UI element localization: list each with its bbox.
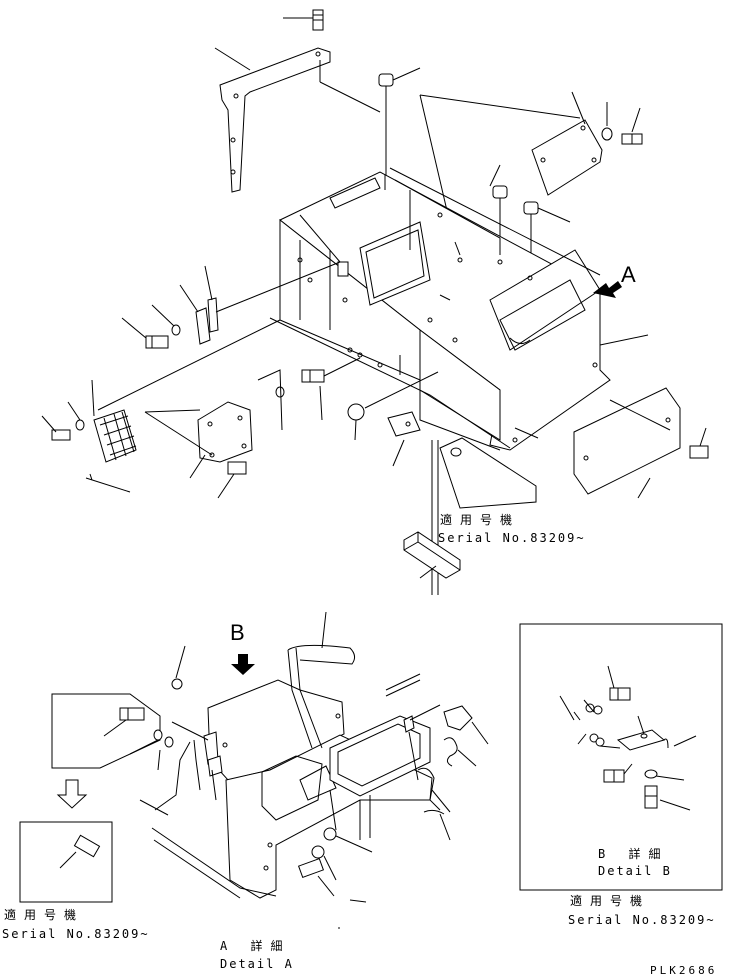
detail-b-bolt-lower — [603, 763, 633, 783]
serial-note-detail-a-ja: 適用号機 — [4, 908, 85, 922]
detail-b-bolt-vertical — [644, 785, 691, 811]
left-upper-plate — [219, 47, 331, 193]
mesh-grille — [41, 319, 281, 493]
detail-callout-bolt — [59, 834, 101, 869]
detail-a-view — [19, 611, 489, 929]
arrow-b — [231, 654, 255, 675]
center-small-plate — [387, 411, 421, 467]
arrow-a — [593, 281, 622, 298]
view-label-b: B — [230, 620, 245, 645]
detail-b-frame — [519, 623, 723, 891]
detail-b-title-ja: B 詳細 — [598, 847, 669, 861]
top-right-cover — [531, 119, 603, 196]
detail-a-bolt-1 — [103, 707, 145, 737]
serial-note-detail-b-en: Serial No.83209~ — [568, 913, 716, 927]
detail-b-title-en: Detail B — [598, 864, 672, 878]
detail-b-bolt-top — [607, 665, 631, 701]
drawing-code: PLK2686 — [650, 964, 718, 977]
left-bolt — [121, 304, 181, 349]
knob-top — [378, 67, 421, 176]
view-label-a: A — [621, 262, 636, 287]
detail-b-bracket — [616, 715, 697, 751]
serial-note-detail-b-ja: 適用号機 — [570, 894, 651, 908]
stopper-bar — [403, 531, 461, 579]
serial-note-main-en: Serial No.83209~ — [438, 531, 586, 545]
serial-note-main-ja: 適用号機 — [440, 513, 521, 527]
top-bolt — [283, 9, 324, 31]
detail-b-view — [519, 623, 723, 891]
detail-a-title-en: Detail A — [220, 957, 294, 971]
detail-a-title-ja: A 詳細 — [220, 939, 291, 953]
center-bolt — [301, 357, 361, 421]
left-cover-plate — [144, 401, 253, 499]
left-bracket — [179, 261, 341, 345]
serial-note-detail-a-en: Serial No.83209~ — [2, 927, 150, 941]
main-frame — [269, 167, 649, 451]
detail-a-bolt-2 — [297, 857, 335, 897]
right-side-plate — [573, 387, 709, 499]
main-exploded-view — [41, 9, 709, 595]
right-top-bolt — [621, 107, 643, 145]
